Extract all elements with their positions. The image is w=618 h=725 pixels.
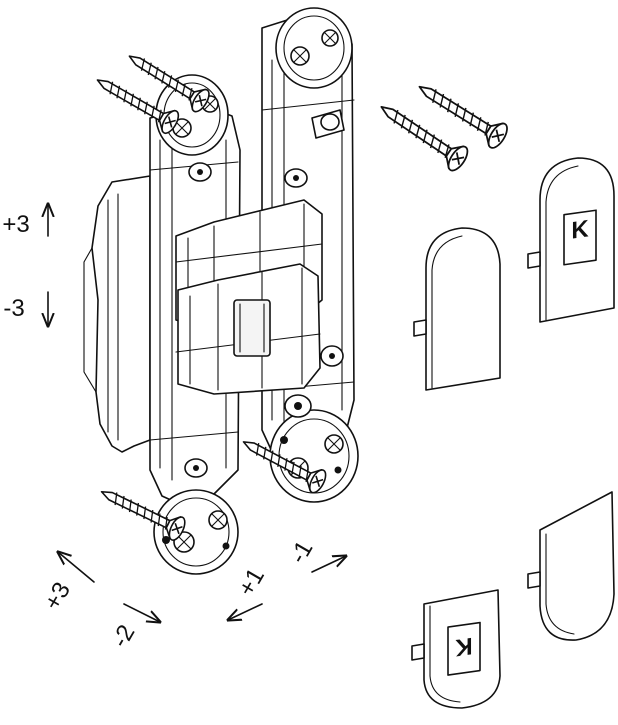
cover-caps: K K: [411, 157, 615, 709]
lateral-minus-label: -1: [284, 536, 318, 568]
depth-minus-label: -2: [106, 620, 140, 652]
bottom-left-screw-plate: [153, 489, 239, 575]
cover-cap-logo-bottom: K: [411, 589, 501, 709]
vertical-minus-label: -3: [3, 295, 24, 322]
logo-letter-top: K: [571, 215, 589, 244]
vertical-plus-label: +3: [2, 211, 29, 238]
hinge-knuckle-arms: [175, 199, 323, 395]
depth-plus-label: +3: [39, 578, 76, 615]
cover-cap-plain-top: [413, 227, 501, 391]
logo-letter-bottom: K: [455, 632, 473, 661]
depth-plus-arrow: [58, 552, 95, 583]
logo-badge-top: [563, 209, 597, 266]
lateral-plus-label: +1: [233, 564, 270, 601]
logo-badge-bottom: [447, 621, 481, 676]
top-right-screw-plate: [275, 7, 353, 89]
depth-minus-arrow: [123, 603, 160, 622]
lateral-minus-arrow: [311, 556, 346, 573]
rear-mounting-flange: [91, 175, 151, 453]
adjustment-cams: [184, 109, 345, 478]
cover-cap-plain-bottom: [527, 491, 615, 641]
cover-cap-logo-top: K: [527, 157, 615, 323]
lateral-plus-arrow: [228, 603, 263, 620]
